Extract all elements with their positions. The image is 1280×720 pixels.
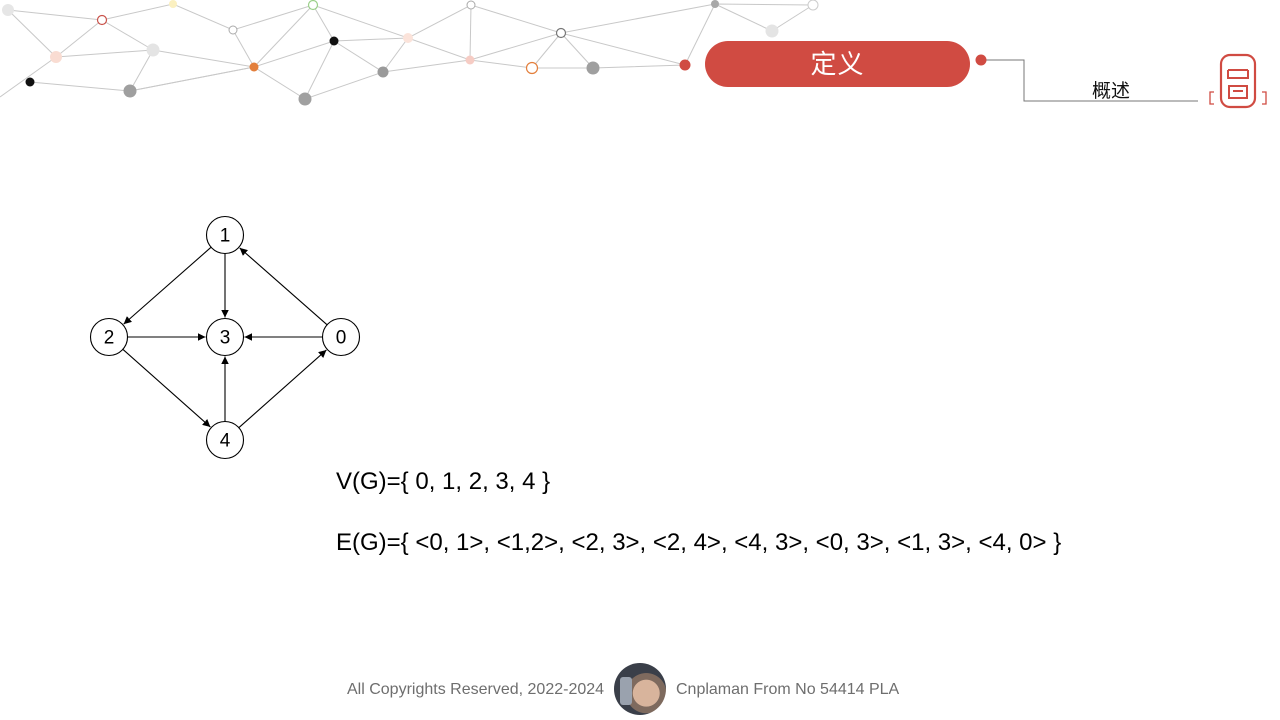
author-avatar: [614, 663, 666, 715]
graph-node-4: 4: [205, 420, 245, 460]
graph-node-2: 2: [89, 317, 129, 357]
graph-node-label: 1: [220, 226, 231, 247]
graph-node-3: 3: [205, 317, 245, 357]
edge-1-to-2: [123, 246, 212, 325]
edge-4-to-0: [238, 349, 327, 429]
edge-2-to-4: [122, 348, 211, 428]
edge-set-formula: E(G)={ <0, 1>, <1,2>, <2, 3>, <2, 4>, <4…: [336, 529, 1062, 556]
connector-dot: [975, 54, 987, 66]
network-banner-decoration: [0, 0, 1267, 109]
graph-node-label: 3: [220, 328, 231, 349]
page-title: 定义: [705, 41, 970, 87]
footer-copyright: All Copyrights Reserved, 2022-2024: [347, 681, 605, 698]
graph-node-1: 1: [205, 215, 245, 255]
graph-node-label: 2: [104, 328, 115, 349]
graph-node-label: 4: [220, 431, 231, 452]
vertex-set-formula: V(G)={ 0, 1, 2, 3, 4 }: [336, 468, 551, 495]
graph-node-label: 0: [336, 328, 347, 349]
edge-0-to-1: [239, 247, 328, 326]
graph-node-0: 0: [321, 317, 361, 357]
connector-line: [986, 59, 1198, 102]
directed-graph: 1 2 3 0 4: [89, 215, 361, 460]
footer-author: Cnplaman From No 54414 PLA: [676, 681, 900, 698]
section-label: 概述: [1092, 81, 1131, 102]
red-seal-logo-icon: [1209, 53, 1267, 109]
